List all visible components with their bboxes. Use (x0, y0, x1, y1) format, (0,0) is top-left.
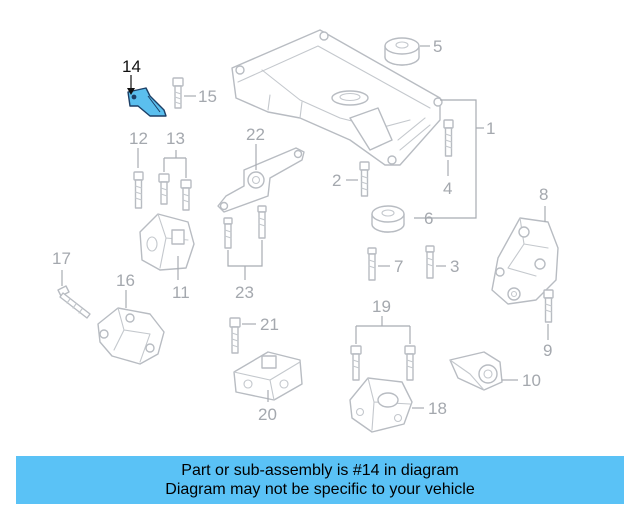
callout-8[interactable]: 8 (539, 185, 548, 204)
callout-9[interactable]: 9 (543, 341, 552, 360)
callout-3[interactable]: 3 (450, 257, 459, 276)
banner-line-1: Part or sub-assembly is #14 in diagram (181, 462, 459, 479)
callout-11[interactable]: 11 (172, 283, 190, 302)
callout-5[interactable]: 5 (433, 37, 442, 56)
callout-7[interactable]: 7 (394, 257, 403, 276)
callout-15[interactable]: 15 (198, 87, 217, 106)
mount-block-part-18[interactable] (349, 377, 413, 433)
bolt-part-21[interactable] (229, 317, 241, 354)
callout-1[interactable]: 1 (486, 119, 495, 138)
banner-line-2: Diagram may not be specific to your vehi… (165, 481, 475, 498)
callout-14[interactable]: 14 (122, 57, 141, 76)
bolt-part-15[interactable] (172, 77, 184, 109)
engine-mount-part-11[interactable] (139, 213, 195, 271)
callout-21[interactable]: 21 (260, 315, 279, 334)
callout-20[interactable]: 20 (258, 405, 277, 424)
info-banner: Part or sub-assembly is #14 in diagram D… (16, 456, 624, 504)
bolt-part-17[interactable] (57, 285, 91, 319)
callout-18[interactable]: 18 (428, 399, 447, 418)
bolt-part-7[interactable] (367, 247, 377, 281)
bolt-part-3[interactable] (425, 245, 435, 279)
callout-2[interactable]: 2 (332, 171, 341, 190)
callout-6[interactable]: 6 (424, 209, 433, 228)
bolts-part-19[interactable] (350, 345, 416, 381)
callout-23[interactable]: 23 (235, 283, 254, 302)
mount-bracket-part-8[interactable] (491, 217, 559, 305)
callout-16[interactable]: 16 (116, 271, 135, 290)
bolt-part-2[interactable] (359, 161, 370, 197)
bushing-part-6[interactable] (371, 205, 405, 233)
callout-17[interactable]: 17 (52, 249, 71, 268)
leader-lines (61, 45, 549, 409)
callout-22[interactable]: 22 (246, 125, 265, 144)
torque-arm-part-22[interactable] (217, 147, 305, 213)
callout-4[interactable]: 4 (443, 179, 452, 198)
callout-13[interactable]: 13 (166, 129, 185, 148)
mount-block-part-20[interactable] (233, 351, 303, 401)
bolts-part-13[interactable] (158, 173, 192, 211)
callout-19[interactable]: 19 (372, 297, 391, 316)
bolts-part-23[interactable] (223, 205, 267, 249)
subframe-part-1[interactable] (231, 29, 443, 166)
bolt-part-12[interactable] (133, 171, 144, 209)
callout-12[interactable]: 12 (129, 129, 148, 148)
callout-10[interactable]: 10 (522, 371, 541, 390)
bolt-part-9[interactable] (543, 289, 554, 323)
parts-diagram: 14 15 12 13 22 5 1 2 4 6 8 17 16 11 23 7… (52, 29, 559, 433)
bushing-part-10[interactable] (449, 351, 503, 391)
bushing-part-5[interactable] (384, 37, 420, 66)
bracket-part-14[interactable] (127, 87, 167, 117)
mount-bracket-part-16[interactable] (97, 307, 165, 365)
bolt-part-4[interactable] (443, 119, 454, 157)
